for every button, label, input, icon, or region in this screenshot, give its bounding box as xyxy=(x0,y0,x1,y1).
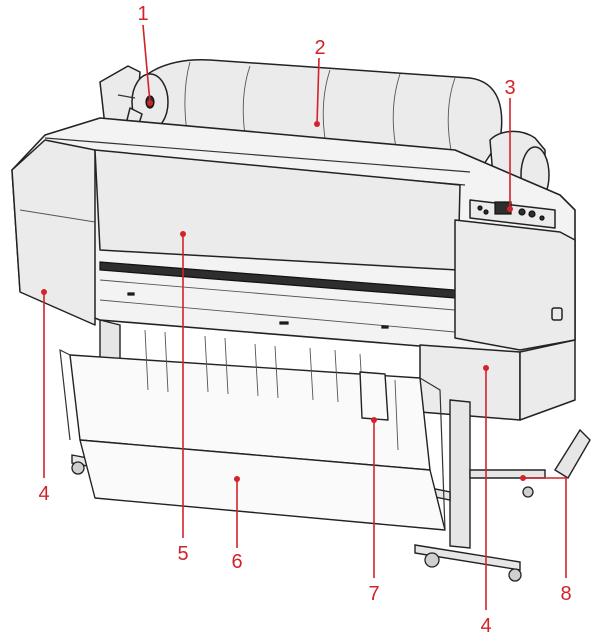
leader-2 xyxy=(316,57,320,125)
leader-1 xyxy=(142,24,151,104)
callout-6: 6 xyxy=(231,551,242,573)
callout-4-right: 4 xyxy=(480,615,491,637)
leader-dot-2 xyxy=(314,121,320,127)
callout-2: 2 xyxy=(314,37,325,59)
leader-dot-5 xyxy=(180,231,186,237)
leader-lines xyxy=(41,24,567,610)
callout-8: 8 xyxy=(560,583,571,605)
leader-dot-4b xyxy=(483,365,489,371)
leader-8 xyxy=(523,477,567,578)
callout-1: 1 xyxy=(137,3,148,25)
leader-dot-4a xyxy=(41,289,47,295)
leader-dot-6 xyxy=(234,476,240,482)
leader-dot-7 xyxy=(371,417,377,423)
printer-body xyxy=(11,117,576,421)
callout-5: 5 xyxy=(177,543,188,565)
callout-labels: 1 2 3 4 5 6 7 4 8 xyxy=(38,3,571,637)
leader-dot-3 xyxy=(507,206,513,212)
callout-4-left: 4 xyxy=(38,483,49,505)
leader-dot-1 xyxy=(147,100,153,106)
callout-7: 7 xyxy=(368,583,379,605)
leader-dot-8 xyxy=(520,475,526,481)
paper-basket xyxy=(59,329,446,531)
callout-3: 3 xyxy=(504,77,515,99)
